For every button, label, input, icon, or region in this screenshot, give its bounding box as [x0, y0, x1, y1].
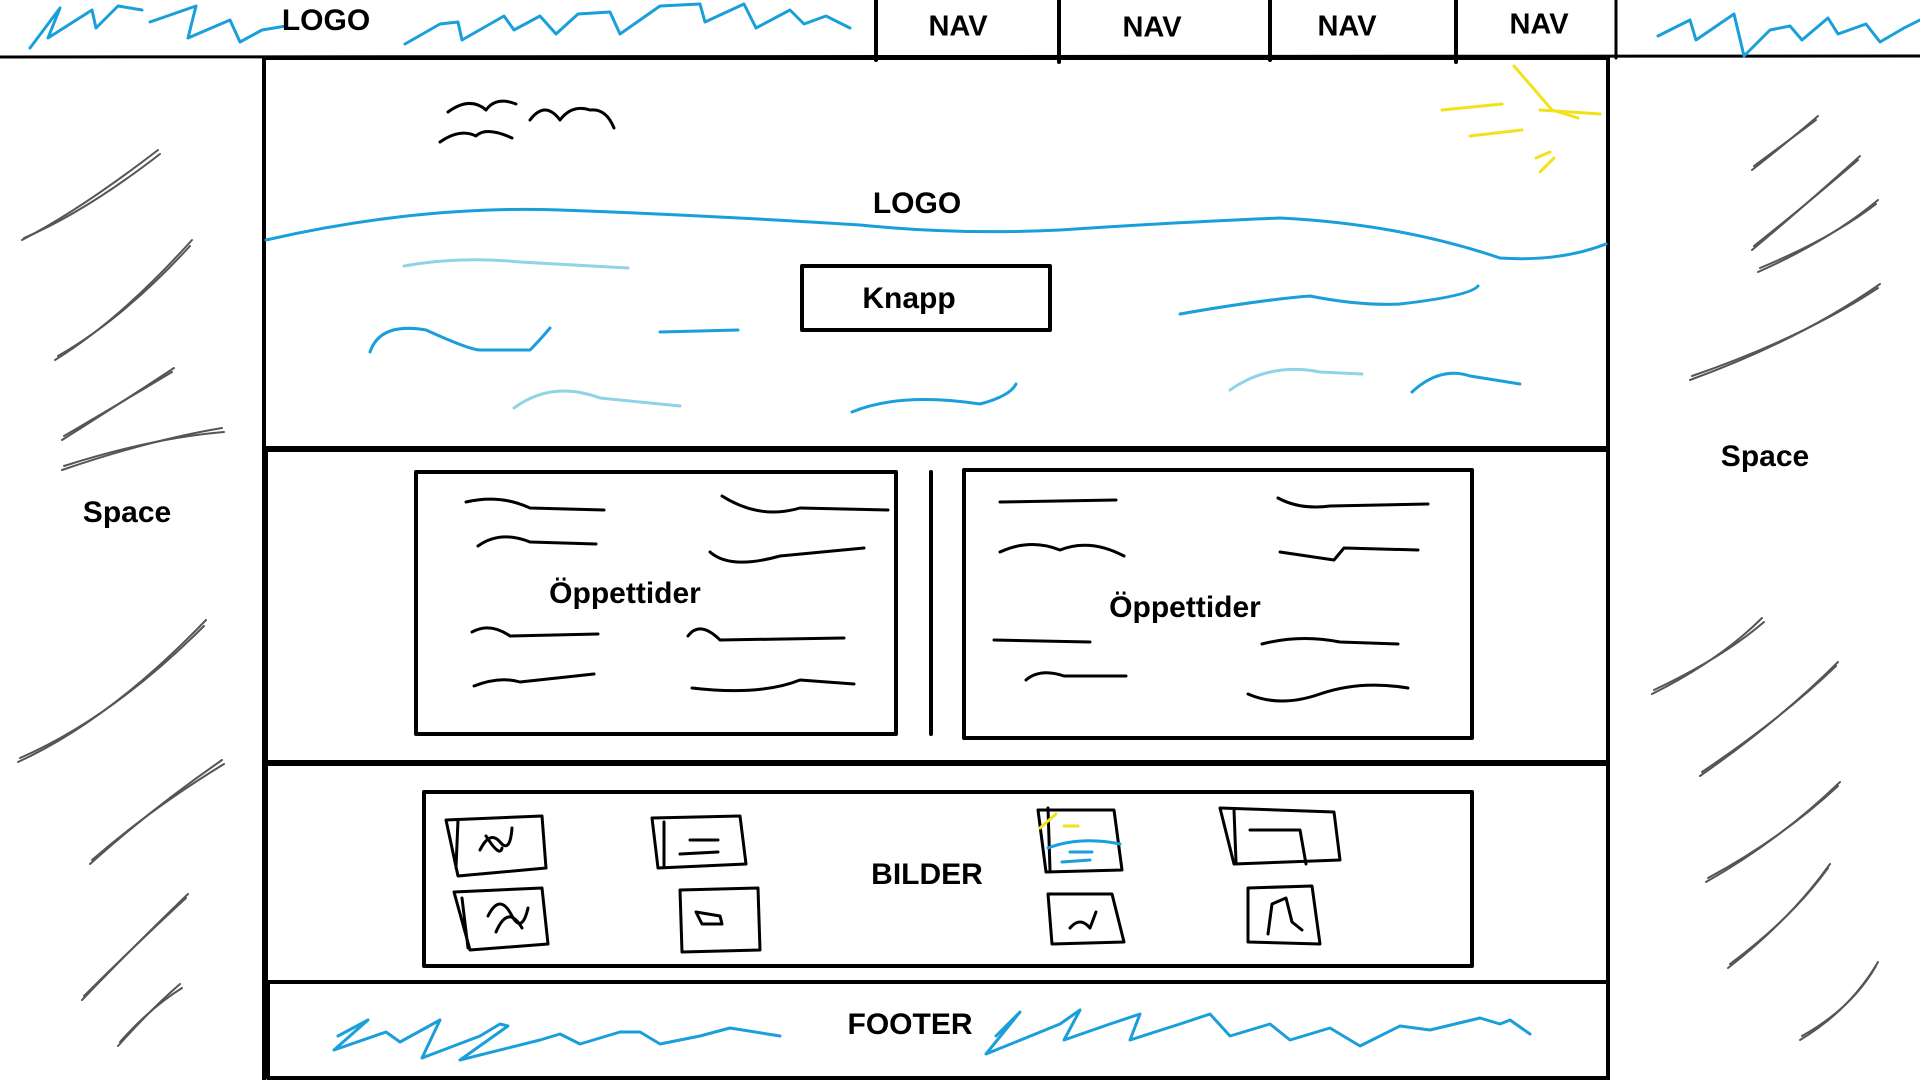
hero-logo: LOGO [872, 187, 962, 220]
nav-link-3[interactable]: NAV [1317, 10, 1377, 43]
side-space-right [1651, 115, 1881, 1041]
footer-water-scribble [332, 1018, 782, 1062]
hours-left-label: Öppettider [549, 577, 701, 610]
hero-section [262, 56, 1610, 450]
header-water-scribble-left [28, 4, 288, 50]
thumbnail-image [1218, 806, 1342, 866]
birds-doodle [438, 99, 616, 144]
nav-link-4[interactable]: NAV [1509, 8, 1569, 41]
footer-label: FOOTER [847, 1008, 973, 1041]
thumbnail-image [1036, 806, 1124, 874]
gallery-label: BILDER [871, 858, 983, 891]
hero-water-line [264, 207, 1608, 261]
thumbnail-image [650, 814, 748, 870]
hero-water-doodle [368, 284, 1522, 414]
header-logo[interactable]: LOGO [281, 4, 371, 37]
hours-text-squiggles [464, 494, 890, 693]
hours-right-label: Öppettider [1109, 591, 1261, 624]
left-space-label: Space [82, 496, 172, 529]
hero-water-doodle [402, 258, 1364, 410]
thumbnail-image [678, 886, 762, 954]
nav-link-1[interactable]: NAV [928, 10, 988, 43]
hero-button[interactable] [800, 264, 1052, 332]
header-water-scribble-mid [403, 2, 852, 46]
hero-button-label[interactable]: Knapp [862, 282, 956, 315]
thumbnail-image-sun [1038, 812, 1080, 830]
header-water-scribble-right [1656, 12, 1920, 58]
hours-text-squiggles [992, 496, 1430, 703]
nav-link-2[interactable]: NAV [1122, 11, 1182, 44]
thumbnail-image [444, 814, 548, 878]
sun-doodle [1440, 64, 1602, 174]
footer-water-scribble [984, 1008, 1532, 1056]
hours-card-left [414, 470, 898, 736]
hours-card-right [962, 468, 1474, 740]
footer-section [266, 980, 1610, 1080]
right-space-label: Space [1720, 440, 1810, 473]
thumbnail-image-water [1046, 839, 1122, 864]
thumbnail-image [1046, 892, 1126, 946]
side-space-left [17, 149, 225, 1047]
thumbnail-image [452, 886, 550, 952]
gallery-box [422, 790, 1474, 968]
hours-section [264, 448, 1610, 764]
thumbnail-image [1246, 884, 1322, 946]
